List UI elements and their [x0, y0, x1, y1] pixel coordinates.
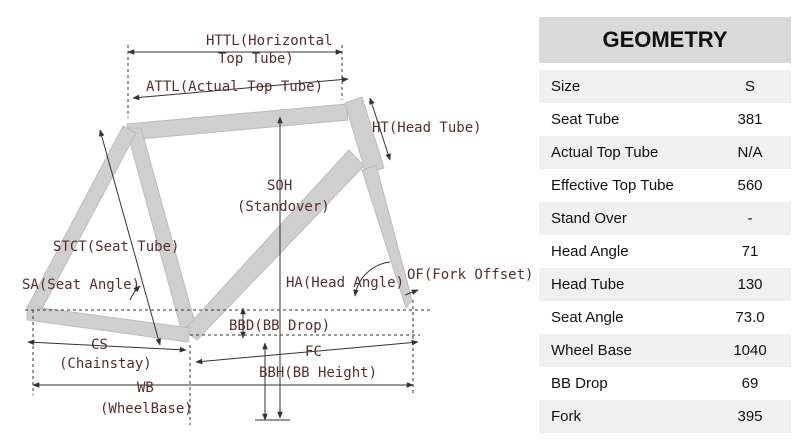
fork-blade — [361, 164, 413, 310]
row-value: 381 — [737, 111, 763, 128]
label-sa: SA(Seat Angle) — [22, 277, 140, 293]
row-value: 560 — [737, 177, 763, 194]
table-row: Head Tube 130 — [539, 268, 791, 301]
table-row: Seat Tube 381 — [539, 103, 791, 136]
table-row: Fork 395 — [539, 400, 791, 433]
dimension-lines — [25, 45, 430, 425]
label-cs-line1: CS — [91, 337, 108, 353]
label-soh-line2: (Standover) — [237, 199, 330, 215]
row-value: 1040 — [733, 342, 767, 359]
label-wb-line1: WB — [137, 380, 154, 396]
row-label: Seat Angle — [551, 309, 624, 326]
label-httl-line2: Top Tube) — [218, 51, 294, 67]
label-wb-line2: (WheelBase) — [100, 401, 193, 417]
table-row: Size S — [539, 70, 791, 103]
seat-tube — [125, 127, 199, 337]
table-row: Seat Angle 73.0 — [539, 301, 791, 334]
row-value: 395 — [737, 408, 763, 425]
label-of: OF(Fork Offset) — [407, 267, 533, 283]
row-value: 71 — [741, 243, 759, 260]
chain-stay — [26, 305, 191, 343]
table-row: Actual Top Tube N/A — [539, 136, 791, 169]
label-cs-line2: (Chainstay) — [59, 356, 152, 372]
row-label: Stand Over — [551, 210, 627, 227]
table-row: Effective Top Tube 560 — [539, 169, 791, 202]
row-label: Actual Top Tube — [551, 144, 659, 161]
frame-geometry-diagram: HTTL(Horizontal Top Tube) ATTL(Actual To… — [22, 33, 533, 425]
row-value: 73.0 — [735, 309, 765, 326]
table-row: BB Drop 69 — [539, 367, 791, 400]
label-bbh: BBH(BB Height) — [259, 365, 377, 381]
row-label: BB Drop — [551, 375, 608, 392]
geometry-table-title: GEOMETRY — [539, 17, 791, 63]
row-label: Fork — [551, 408, 581, 425]
label-attl: ATTL(Actual Top Tube) — [146, 79, 323, 95]
row-label: Seat Tube — [551, 111, 620, 128]
row-label: Effective Top Tube — [551, 177, 674, 194]
row-value: - — [747, 210, 753, 227]
label-soh-line1: SOH — [267, 178, 292, 194]
row-label: Wheel Base — [551, 342, 632, 359]
label-stct: STCT(Seat Tube) — [53, 239, 179, 255]
row-value: 130 — [737, 276, 763, 293]
label-ha: HA(Head Angle) — [286, 275, 404, 291]
row-value: N/A — [737, 144, 763, 161]
label-bbd: BBD(BB Drop) — [229, 318, 330, 334]
row-value: S — [744, 78, 755, 95]
dimension-labels: HTTL(Horizontal Top Tube) ATTL(Actual To… — [22, 33, 533, 417]
row-label: Head Tube — [551, 276, 625, 293]
row-label: Head Angle — [551, 243, 629, 260]
row-label: Size — [551, 78, 581, 95]
table-row: Stand Over - — [539, 202, 791, 235]
label-fc: FC — [305, 344, 322, 360]
geometry-table: GEOMETRY Size S Seat Tube 381 Actual Top T… — [539, 17, 791, 433]
table-row: Head Angle 71 — [539, 235, 791, 268]
label-ht: HT(Head Tube) — [372, 120, 482, 136]
label-httl-line1: HTTL(Horizontal — [206, 33, 332, 49]
bike-frame — [26, 96, 413, 343]
top-tube — [126, 103, 349, 141]
row-value: 69 — [741, 375, 759, 392]
table-row: Wheel Base 1040 — [539, 334, 791, 367]
